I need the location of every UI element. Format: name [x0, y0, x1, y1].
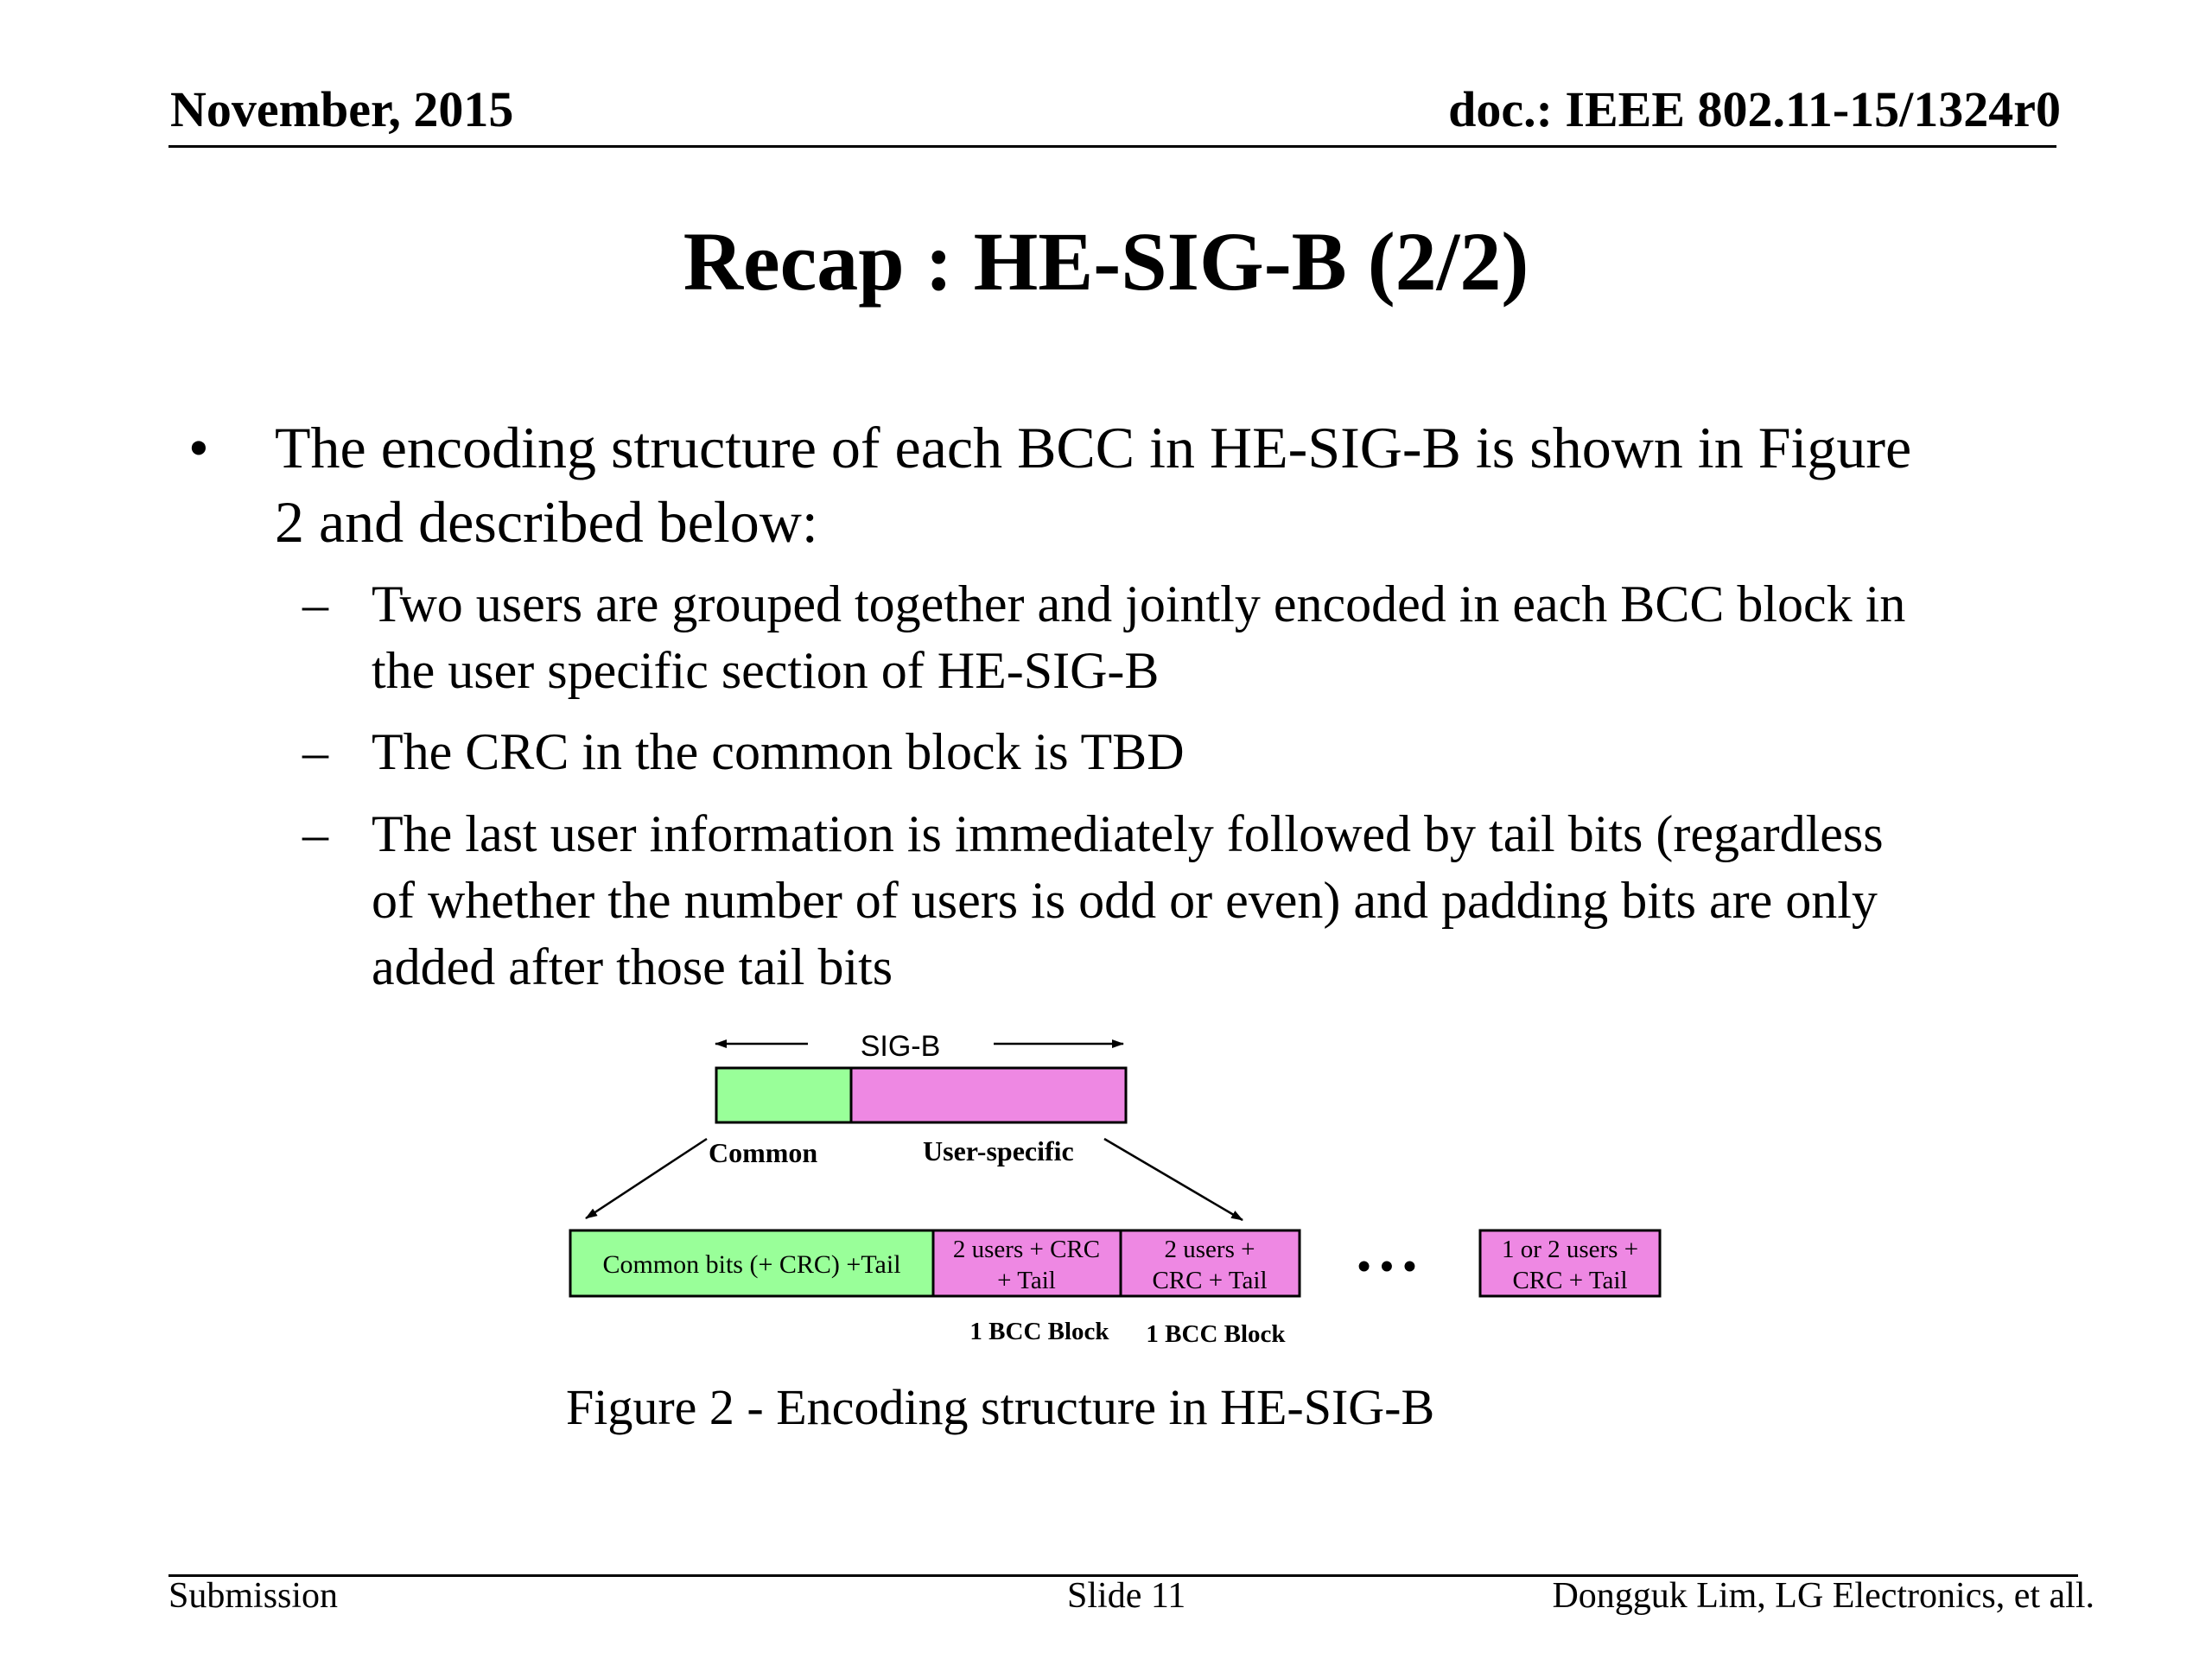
bcc-block-1 [931, 1229, 1122, 1298]
sub-bullet-3-line-2: of whether the number of users is odd or… [372, 872, 1878, 929]
main-bullet-marker: • [188, 415, 209, 480]
user-specific-expand-arrow [1103, 1137, 1243, 1222]
last-bcc-block-line-1: 1 or 2 users + [1502, 1236, 1638, 1263]
sub-bullet-marker: – [302, 805, 328, 862]
footer-slide-number: Slide 11 [1067, 1576, 1186, 1616]
sub-bullet-marker: – [302, 723, 328, 780]
figure-caption: Figure 2 - Encoding structure in HE-SIG-… [566, 1379, 1435, 1435]
user-specific-label: User-specific [923, 1135, 1074, 1166]
main-bullet-line-2: 2 and described below: [275, 489, 818, 555]
sub-bullet-2-line-1: The CRC in the common block is TBD [372, 723, 1185, 780]
bcc-block-label-2: 1 BCC Block [1146, 1320, 1286, 1348]
sub-bullet-3-line-1: The last user information is immediately… [372, 805, 1884, 862]
common-expand-arrow [585, 1137, 708, 1220]
sig-b-common-segment [715, 1066, 853, 1124]
main-bullet-line-1: The encoding structure of each BCC in HE… [275, 415, 1912, 480]
common-label: Common [709, 1137, 817, 1168]
sub-bullet-1-line-1: Two users are grouped together and joint… [372, 575, 1906, 632]
header-date: November, 2015 [170, 81, 514, 137]
bcc-block-1-line-1: 2 users + CRC [953, 1236, 1100, 1263]
common-bits-label: Common bits (+ CRC) +Tail [602, 1250, 900, 1279]
bcc-block-2 [1119, 1229, 1301, 1298]
sub-bullet-1-line-2: the user specific section of HE-SIG-B [372, 642, 1160, 699]
footer-submission: Submission [168, 1576, 339, 1616]
bcc-block-2-line-2: CRC + Tail [1152, 1267, 1267, 1294]
footer-author: Dongguk Lim, LG Electronics, et all. [1552, 1576, 2094, 1616]
bcc-block-label-1: 1 BCC Block [969, 1318, 1109, 1345]
bcc-block-2-line-1: 2 users + [1165, 1236, 1255, 1263]
sig-b-label: SIG-B [861, 1030, 941, 1063]
header-doc-id: doc.: IEEE 802.11-15/1324r0 [1448, 81, 2061, 137]
sig-b-user-specific-segment [849, 1066, 1128, 1124]
last-bcc-block-line-2: CRC + Tail [1512, 1267, 1627, 1294]
slide-title: Recap : HE-SIG-B (2/2) [683, 215, 1529, 308]
sub-bullet-marker: – [302, 575, 328, 632]
bcc-block-1-line-2: + Tail [997, 1267, 1056, 1294]
common-bits-block [569, 1229, 935, 1298]
footer-rule [168, 1574, 2078, 1577]
header-rule [168, 145, 2056, 148]
last-bcc-block [1478, 1229, 1662, 1298]
sub-bullet-3-line-3: added after those tail bits [372, 938, 893, 995]
ellipsis: • • • [1357, 1245, 1416, 1287]
